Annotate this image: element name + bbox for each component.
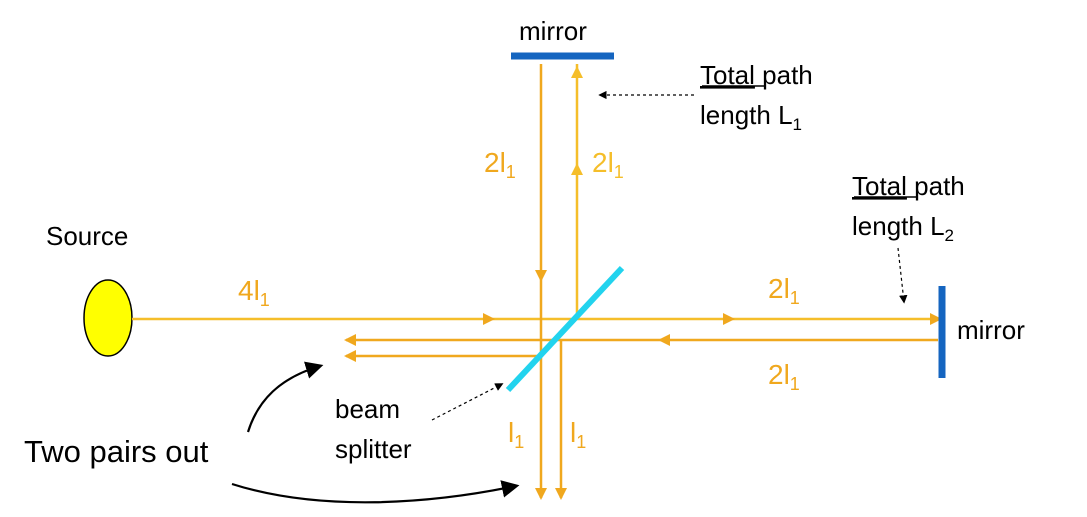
top-mirror-label: mirror — [519, 16, 587, 46]
top-down-arrow — [535, 270, 547, 282]
source-label: Source — [46, 221, 128, 251]
beam-splitter — [505, 265, 625, 393]
bottom-left-path-label: l1 — [508, 417, 524, 452]
two-pairs-out-label: Two pairs out — [24, 434, 209, 469]
svg-text:length L1: length L1 — [700, 100, 802, 134]
right-back-path-label: 2l1 — [768, 359, 800, 394]
beam-splitter-label-2: splitter — [335, 434, 412, 464]
right-return-arrow — [658, 334, 670, 346]
right-out-beam-arrow — [723, 313, 735, 325]
bottom-output-arrow-1 — [535, 488, 547, 500]
top-total-path-note: Total path length L1 — [700, 60, 813, 134]
two-pairs-curve-arrow-up — [246, 361, 324, 433]
incoming-beam-arrow — [483, 313, 495, 325]
bottom-right-path-label: l1 — [570, 417, 586, 452]
incoming-path-label: 4l1 — [238, 275, 270, 310]
svg-text:4l1: 4l1 — [238, 275, 270, 310]
svg-text:2l1: 2l1 — [592, 147, 624, 182]
top-up-mid-arrow — [571, 163, 583, 175]
source-emitter — [83, 279, 133, 357]
svg-text:Total path: Total path — [700, 60, 813, 90]
svg-text:2l1: 2l1 — [768, 273, 800, 308]
svg-text:l1: l1 — [508, 417, 524, 452]
svg-text:2l1: 2l1 — [768, 359, 800, 394]
two-pairs-curve-arrow-right — [231, 480, 520, 504]
beam-splitter-pointer — [431, 383, 504, 421]
svg-text:Total path: Total path — [852, 171, 965, 201]
svg-text:length L2: length L2 — [852, 211, 954, 245]
right-mirror-label: mirror — [957, 315, 1025, 345]
right-out-path-label: 2l1 — [768, 273, 800, 308]
right-note-pointer — [897, 247, 908, 304]
output-left-arrow-1 — [344, 334, 356, 346]
output-left-arrow-2 — [344, 350, 356, 362]
right-total-path-note: Total path length L2 — [852, 171, 965, 245]
top-down-path-label: 2l1 — [484, 147, 516, 182]
top-up-path-label: 2l1 — [592, 147, 624, 182]
svg-text:2l1: 2l1 — [484, 147, 516, 182]
top-up-arrow — [571, 66, 583, 78]
beam-splitter-label-1: beam — [335, 394, 400, 424]
bottom-output-arrow-2 — [555, 488, 567, 500]
svg-text:l1: l1 — [570, 417, 586, 452]
right-mirror-arrow — [930, 313, 942, 325]
